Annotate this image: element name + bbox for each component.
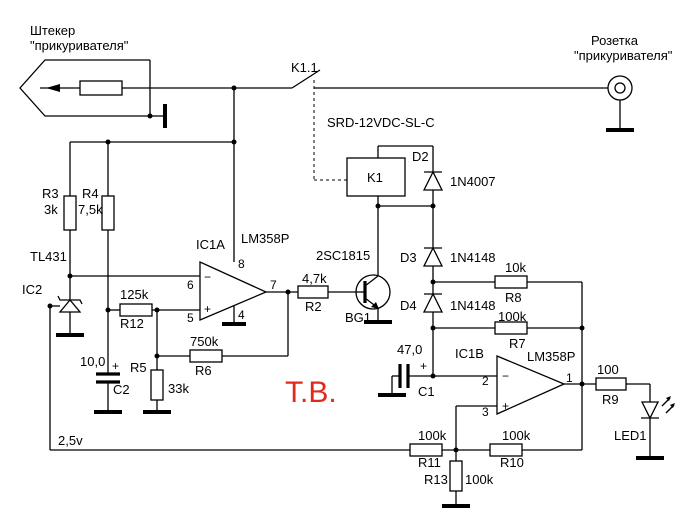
r12-value: 125k (120, 287, 149, 302)
ic2-part: TL431 (30, 249, 67, 264)
ic1a-pin6: 6 (187, 278, 194, 292)
capacitor-c2: 10,0 + C2 (80, 307, 130, 414)
r12-ref: R12 (120, 316, 144, 331)
resistor-r6: 750k R6 (154, 292, 289, 378)
resistor-r13: R13 100k (424, 450, 494, 508)
resistor-r4: R4 7,5k (78, 186, 115, 310)
diode-d4: D4 1N4148 (400, 279, 496, 376)
socket-subtitle: "прикуривателя" (574, 48, 673, 63)
r8-ref: R8 (505, 290, 522, 305)
relay-coil-label: K1 (367, 170, 383, 185)
r9-ref: R9 (602, 392, 619, 407)
d2-value: 1N4007 (450, 174, 496, 189)
ic1a-pin4: 4 (238, 308, 245, 322)
ic1b-ref: IC1B (455, 346, 484, 361)
resistor-r11: 100k R11 (409, 428, 490, 470)
d4-ref: D4 (400, 298, 417, 313)
ic1a-ref: IC1A (196, 237, 225, 252)
resistor-r12: 125k R12 (108, 287, 200, 331)
r11-ref: R11 (418, 455, 441, 470)
ic1b-pin1: 1 (566, 371, 573, 385)
shunt-regulator-ic2: TL431 IC2 (22, 249, 200, 450)
ic1a-minus-sign: − (204, 270, 211, 284)
resistor-r2: 4,7k R2 (297, 271, 356, 314)
r2-ref: R2 (305, 299, 322, 314)
opamp-ic1a: − + IC1A LM358P 8 6 5 7 4 (187, 231, 304, 326)
diode-d2: D2 1N4007 (412, 146, 496, 206)
ic1a-plus-sign: + (204, 302, 211, 316)
supply-rail (69, 85, 237, 262)
led-led1: LED1 (614, 396, 675, 460)
r8-value: 10k (505, 260, 526, 275)
c1-plus-sign: + (420, 359, 427, 373)
resistor-r5: R5 33k (130, 307, 189, 414)
r10-ref: R10 (500, 455, 524, 470)
r3-value: 3k (44, 202, 58, 217)
c2-plus-sign: + (112, 359, 119, 373)
c2-value: 10,0 (80, 354, 105, 369)
d3-value: 1N4148 (450, 250, 496, 265)
capacitor-c1: 47,0 + C1 (378, 342, 497, 399)
r2-value: 4,7k (302, 271, 327, 286)
c2-ref: C2 (113, 382, 130, 397)
author-initials: Т.В. (285, 376, 337, 409)
relay-contact-label: K1.1 (291, 60, 318, 75)
d2-ref: D2 (412, 149, 429, 164)
bg1-part: 2SC1815 (316, 248, 370, 263)
r6-value: 750k (190, 334, 219, 349)
ic1a-part: LM358P (241, 231, 289, 246)
resistor-r9: 100 R9 (595, 362, 651, 407)
socket-title: Розетка (591, 33, 639, 48)
d4-value: 1N4148 (450, 298, 496, 313)
r6-ref: R6 (195, 363, 212, 378)
r4-value: 7,5k (78, 202, 103, 217)
c1-ref: C1 (418, 384, 435, 399)
led1-ref: LED1 (614, 428, 647, 443)
diode-d3: D3 1N4148 (400, 203, 496, 294)
r5-value: 33k (168, 381, 189, 396)
plug-subtitle: "прикуривателя" (30, 38, 129, 53)
bg1-ref: BG1 (345, 310, 371, 325)
relay-model-label: SRD-12VDC-SL-C (327, 115, 435, 130)
car-socket: Розетка "прикуривателя" (574, 33, 673, 132)
r7-ref: R7 (509, 336, 526, 351)
r3-ref: R3 (42, 186, 59, 201)
ic2-ref: IC2 (22, 282, 42, 297)
d3-ref: D3 (400, 250, 417, 265)
relay-contact-k1-1: K1.1 SRD-12VDC-SL-C (291, 60, 608, 181)
resistor-r10: 100k R10 (489, 384, 583, 470)
transistor-bg1: 2SC1815 BG1 (316, 205, 392, 325)
resistor-r8: 10k R8 (433, 260, 582, 305)
r10-value: 100k (502, 428, 531, 443)
ic1b-pin3: 3 (482, 405, 489, 419)
r11-value: 100k (418, 428, 447, 443)
ic1b-pin2: 2 (482, 374, 489, 388)
c1-value: 47,0 (397, 342, 422, 357)
relay-coil-k1: K1 (346, 145, 433, 209)
r13-ref: R13 (424, 472, 448, 487)
reference-net: 2,5v (50, 433, 410, 451)
r9-value: 100 (597, 362, 619, 377)
ic1a-pin8: 8 (238, 257, 245, 271)
net-label-2v5: 2,5v (58, 433, 83, 448)
r7-value: 100k (498, 309, 527, 324)
ic1a-pin7: 7 (270, 278, 277, 292)
ic1b-minus-sign: − (502, 369, 509, 383)
r13-value: 100k (465, 472, 494, 487)
resistor-r7: 100k R7 (433, 282, 585, 384)
plug-title: Штекер (30, 23, 75, 38)
ic1b-plus-sign: + (502, 399, 509, 413)
r4-ref: R4 (82, 186, 99, 201)
ic1b-part: LM358P (527, 349, 575, 364)
resistor-r3: R3 3k (42, 186, 77, 276)
opamp-ic1b: − + IC1B LM358P 2 3 1 (455, 346, 596, 450)
ic1a-pin5: 5 (187, 311, 194, 325)
r5-ref: R5 (130, 360, 147, 375)
car-plug: Штекер "прикуривателя" (19, 23, 292, 128)
